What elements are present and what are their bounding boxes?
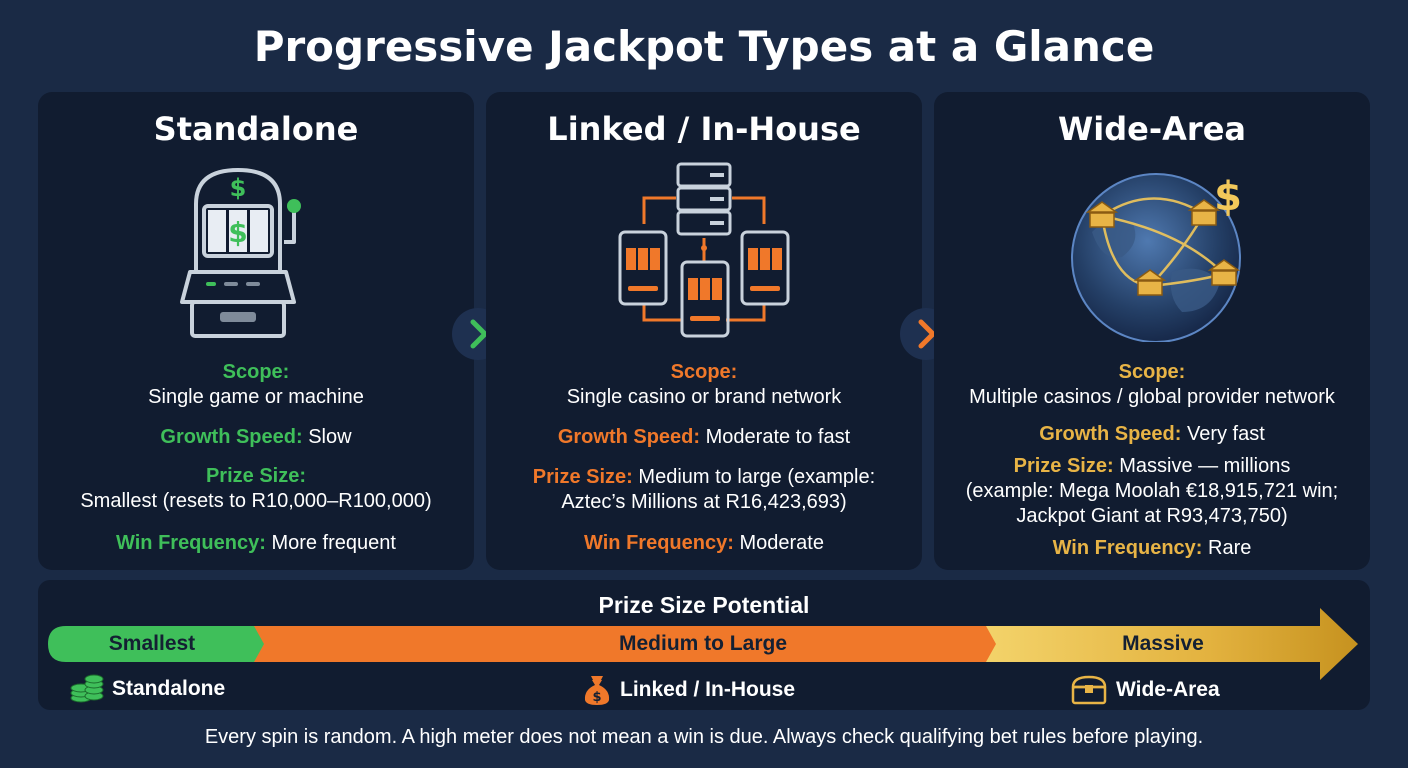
slot-machine-icon: $ $ <box>156 162 356 342</box>
prize-row: Prize Size: Smallest (resets to R10,000–… <box>38 464 474 514</box>
growth-value: Slow <box>308 426 352 448</box>
scope-value: Single game or machine <box>148 386 364 408</box>
card-title: Linked / In-House <box>547 110 861 148</box>
growth-label: Growth Speed: <box>557 426 701 448</box>
frequency-value: Moderate <box>739 532 824 554</box>
growth-label: Growth Speed: <box>1039 423 1182 445</box>
scale-arrow <box>48 608 1358 680</box>
scale-title: Prize Size Potential <box>598 592 810 618</box>
svg-text:$: $ <box>230 174 247 202</box>
svg-text:$: $ <box>592 690 601 705</box>
prize-row: Prize Size: Medium to large (example: Az… <box>486 465 922 515</box>
svg-text:$: $ <box>228 216 247 249</box>
growth-row: Growth Speed: Very fast <box>934 422 1370 447</box>
segment-label-medium-to-large: Medium to Large <box>618 632 787 655</box>
frequency-value: Rare <box>1208 537 1252 559</box>
scope-label: Scope: <box>222 361 290 383</box>
scope-value: Single casino or brand network <box>566 386 842 408</box>
frequency-row: Win Frequency: Moderate <box>486 531 922 556</box>
frequency-label: Win Frequency: <box>116 532 266 554</box>
scope-row: Scope: Single game or machine <box>38 360 474 410</box>
segment-medium-to-large <box>254 626 998 662</box>
tier-label: Standalone <box>112 677 226 700</box>
frequency-row: Win Frequency: Rare <box>934 536 1370 561</box>
prize-value-line-1: Medium to large (example: <box>638 466 876 488</box>
frequency-label: Win Frequency: <box>1052 537 1203 559</box>
page-title: Progressive Jackpot Types at a Glance <box>253 22 1155 71</box>
tier-linked: $ Linked / In-House <box>582 674 795 706</box>
globe-network-icon: $ <box>1052 162 1252 343</box>
disclaimer-footer: Every spin is random. A high meter does … <box>204 726 1204 748</box>
card-wide-area: Wide-Area <box>934 92 1370 570</box>
prize-value-line-2: (example: Mega Moolah €18,915,721 win; <box>965 480 1339 502</box>
tier-label: Wide-Area <box>1116 678 1220 701</box>
prize-value-line-1: Massive — millions <box>1119 455 1291 477</box>
tier-label: Linked / In-House <box>620 678 796 701</box>
money-bag-icon: $ <box>584 676 610 705</box>
growth-row: Growth Speed: Slow <box>38 425 474 450</box>
prize-value-line-3: Jackpot Giant at R93,473,750) <box>1016 505 1288 527</box>
tier-wide-area: Wide-Area <box>1070 674 1220 706</box>
prize-value: Smallest (resets to R10,000–R100,000) <box>80 490 432 512</box>
svg-text:$: $ <box>1214 174 1242 220</box>
card-title: Standalone <box>153 110 359 148</box>
scope-row: Scope: Multiple casinos / global provide… <box>934 360 1370 410</box>
growth-value: Moderate to fast <box>705 426 851 448</box>
card-standalone: Standalone $ $ Scope: Single game or mac… <box>38 92 474 570</box>
scope-row: Scope: Single casino or brand network <box>486 360 922 410</box>
prize-label: Prize Size: <box>1013 455 1114 477</box>
scope-label: Scope: <box>670 361 738 383</box>
segment-label-massive: Massive <box>1122 632 1204 655</box>
card-title: Wide-Area <box>1058 110 1246 148</box>
prize-row: Prize Size: Massive — millions (example:… <box>934 454 1370 529</box>
prize-value-line-2: Aztec’s Millions at R16,423,693) <box>561 491 847 513</box>
segment-smallest <box>48 626 266 662</box>
prize-size-scale: Prize Size Potential Smallest Medium to … <box>38 580 1370 710</box>
growth-value: Very fast <box>1186 423 1265 445</box>
treasure-chest-icon <box>1071 675 1107 705</box>
scope-value: Multiple casinos / global provider netwo… <box>969 386 1335 408</box>
prize-label: Prize Size: <box>532 466 633 488</box>
tier-standalone: Standalone <box>70 674 225 704</box>
segment-massive <box>986 608 1358 680</box>
linked-machines-network-icon <box>604 162 804 342</box>
growth-label: Growth Speed: <box>160 426 303 448</box>
frequency-value: More frequent <box>271 532 396 554</box>
scope-label: Scope: <box>1118 361 1186 383</box>
frequency-row: Win Frequency: More frequent <box>38 531 474 556</box>
growth-row: Growth Speed: Moderate to fast <box>486 425 922 450</box>
coin-stack-icon <box>70 674 104 703</box>
segment-label-smallest: Smallest <box>108 632 196 655</box>
card-linked: Linked / In-House <box>486 92 922 570</box>
frequency-label: Win Frequency: <box>584 532 734 554</box>
prize-label: Prize Size: <box>205 465 307 487</box>
